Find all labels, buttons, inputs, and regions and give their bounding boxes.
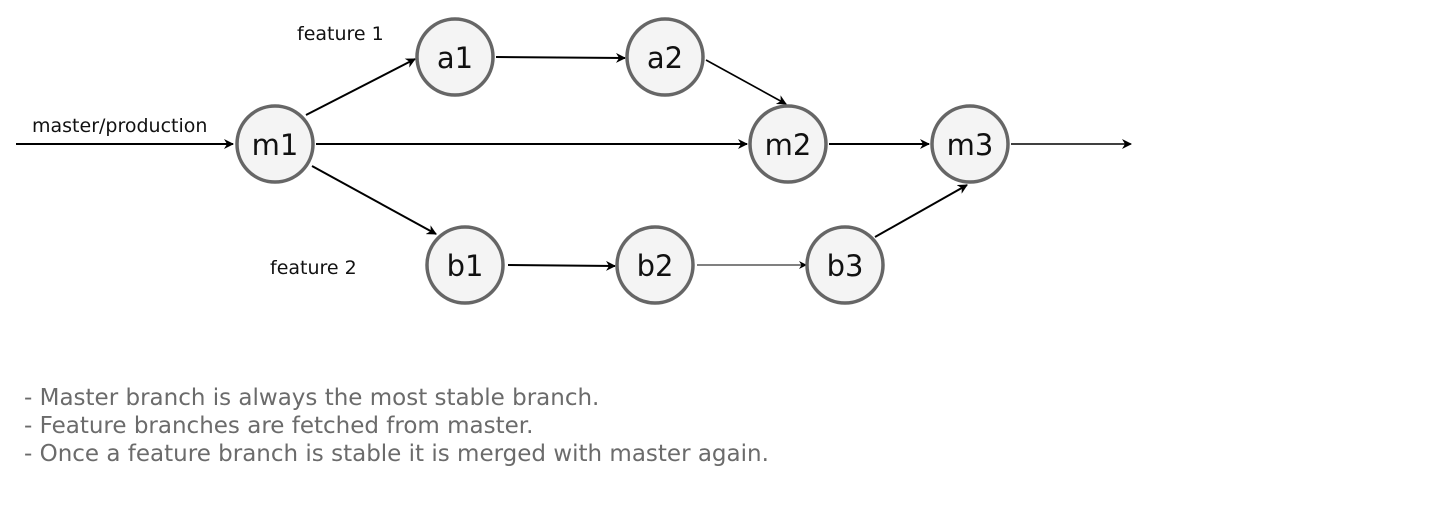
edge-b1-b2 bbox=[507, 260, 616, 271]
edge-a1-a2 bbox=[495, 52, 626, 63]
commit-node-a1: a1 bbox=[415, 17, 495, 97]
master-branch-label: master/production bbox=[32, 115, 207, 137]
commit-label-b1: b1 bbox=[447, 249, 484, 283]
commit-node-b1: b1 bbox=[425, 225, 505, 305]
commit-label-m3: m3 bbox=[947, 128, 994, 162]
feature-1-branch-label: feature 1 bbox=[297, 23, 384, 45]
note-line: - Once a feature branch is stable it is … bbox=[24, 441, 769, 467]
commit-node-m2: m2 bbox=[748, 104, 828, 184]
note-line: - Feature branches are fetched from mast… bbox=[24, 413, 534, 439]
edge-b3-m3 bbox=[874, 184, 968, 238]
commit-node-m3: m3 bbox=[930, 104, 1010, 184]
commit-node-b3: b3 bbox=[805, 225, 885, 305]
commit-node-m1: m1 bbox=[235, 104, 315, 184]
edge-a2-m2 bbox=[705, 59, 787, 105]
commit-label-a1: a1 bbox=[437, 41, 473, 75]
note-line: - Master branch is always the most stabl… bbox=[24, 385, 600, 411]
commit-label-m1: m1 bbox=[252, 128, 299, 162]
edge-m1-b1 bbox=[311, 165, 437, 235]
commit-node-b2: b2 bbox=[615, 225, 695, 305]
notes-list: - Master branch is always the most stabl… bbox=[24, 384, 769, 468]
commit-label-a2: a2 bbox=[647, 41, 683, 75]
commit-label-b2: b2 bbox=[637, 249, 674, 283]
feature-2-branch-label: feature 2 bbox=[270, 257, 357, 279]
commit-label-b3: b3 bbox=[827, 249, 864, 283]
commit-node-a2: a2 bbox=[625, 17, 705, 97]
edge-m1-a1 bbox=[305, 58, 416, 116]
commit-label-m2: m2 bbox=[765, 128, 812, 162]
